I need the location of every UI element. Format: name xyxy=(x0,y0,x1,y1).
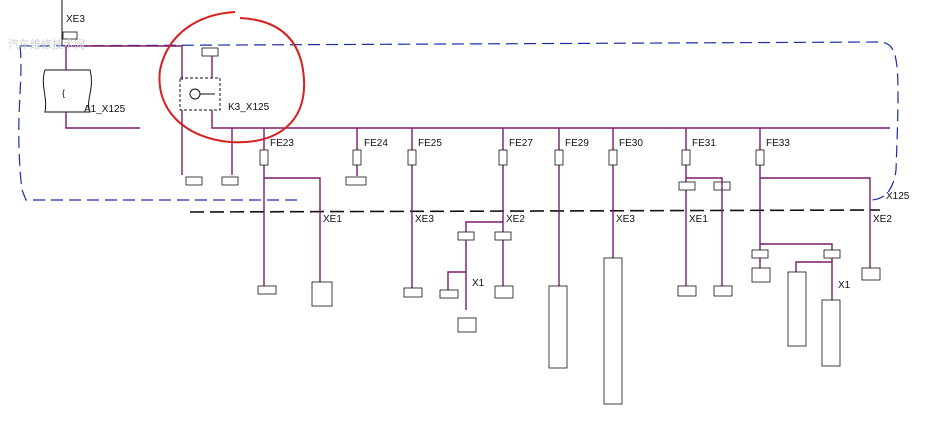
module-k3-label: K3_X125 xyxy=(228,102,270,113)
svg-text:{: { xyxy=(62,88,65,98)
connector-xe1-b: XE1 xyxy=(689,214,708,225)
connector-xe3-b: XE3 xyxy=(616,214,635,225)
module-a1-label: A1_X125 xyxy=(84,104,126,115)
fuse-fe31-label: FE31 xyxy=(692,138,716,149)
connector-x1-b: X1 xyxy=(838,280,851,291)
highlight-annotation xyxy=(158,11,306,144)
module-a1-symbol xyxy=(42,69,92,113)
watermark: 汽车维修技术网 xyxy=(8,37,85,51)
fuse-fe30-label: FE30 xyxy=(619,138,643,149)
connector-xe2-b: XE2 xyxy=(873,214,892,225)
connector-xe2-a: XE2 xyxy=(506,214,525,225)
connector-divider xyxy=(189,209,881,213)
fuse-fe29-label: FE29 xyxy=(565,138,589,149)
connector-xe3-a: XE3 xyxy=(415,214,434,225)
module-frame-top xyxy=(19,41,899,201)
fuse-fe23-label: FE23 xyxy=(270,138,294,149)
fuse-fe33-label: FE33 xyxy=(766,138,790,149)
x125-label: X125 xyxy=(886,191,910,202)
fuse-fe25-label: FE25 xyxy=(418,138,442,149)
fuse-fe27-label: FE27 xyxy=(509,138,533,149)
connector-top-label: XE3 xyxy=(66,14,85,25)
connector-x1-a: X1 xyxy=(472,278,485,289)
connector-xe1-a: XE1 xyxy=(323,214,342,225)
module-frame-left xyxy=(18,45,300,201)
fuse-fe24-label: FE24 xyxy=(364,138,388,149)
